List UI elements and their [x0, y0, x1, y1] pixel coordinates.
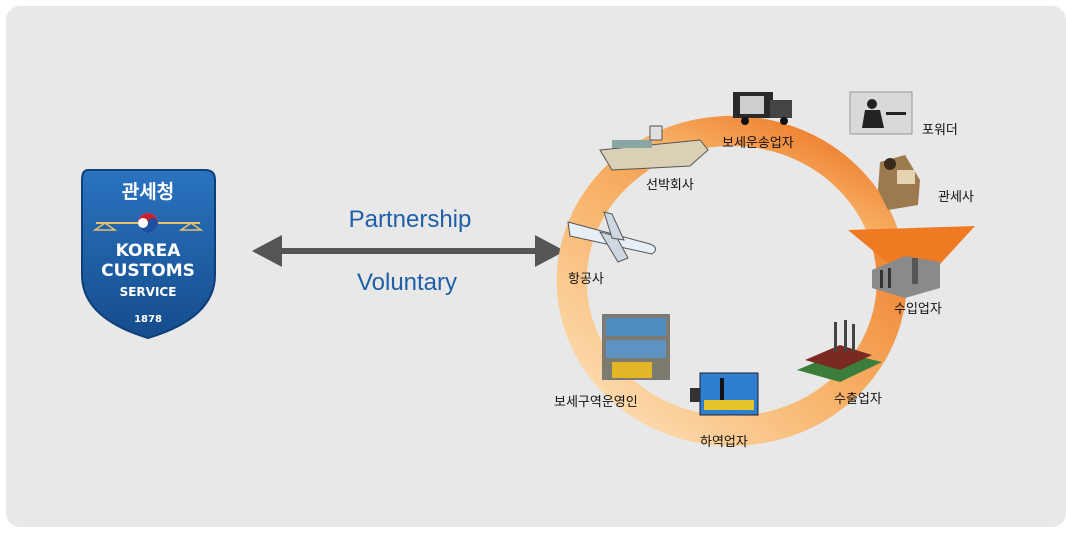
broker-icon — [878, 155, 920, 210]
cycle-arrowhead — [848, 226, 975, 288]
label-importer: 수입업자 — [894, 302, 942, 317]
factory-icon — [872, 256, 940, 298]
customs-logo: 관세청 KOREA CUSTOMS SERVICE 1878 — [81, 169, 216, 340]
logo-title: 관세청 — [122, 181, 174, 203]
arrow-head-left — [252, 235, 282, 267]
label-customs-broker: 관세사 — [938, 190, 974, 205]
voluntary-label: Voluntary — [357, 269, 457, 296]
label-bonded-transporter: 보세운송업자 — [722, 136, 794, 151]
warehouse-icon — [602, 314, 670, 380]
ship-icon — [599, 125, 709, 171]
logo-line2: CUSTOMS — [101, 261, 195, 281]
label-stevedore: 하역업자 — [700, 435, 748, 450]
port-crane-icon — [690, 372, 759, 416]
label-airline: 항공사 — [568, 272, 604, 287]
logo-line3: SERVICE — [120, 285, 177, 299]
truck-icon — [733, 92, 792, 125]
partnership-label: Partnership — [349, 206, 472, 233]
label-bonded-area-operator: 보세구역운영인 — [554, 395, 638, 410]
arrow-head-right — [535, 235, 565, 267]
airplane-icon — [567, 211, 656, 263]
scale-pan-left — [92, 222, 118, 231]
scale-pan-right — [178, 222, 204, 231]
label-exporter: 수출업자 — [834, 392, 882, 407]
label-forwarder: 포워더 — [922, 123, 958, 138]
partnership-arrow: Partnership Voluntary — [252, 206, 565, 296]
cycle-ring — [556, 115, 975, 446]
logo-year: 1878 — [134, 314, 162, 325]
desk-worker-icon — [849, 91, 913, 135]
logo-line1: KOREA — [116, 241, 182, 261]
label-shipping-company: 선박회사 — [646, 178, 694, 193]
plant-icon — [797, 320, 882, 382]
